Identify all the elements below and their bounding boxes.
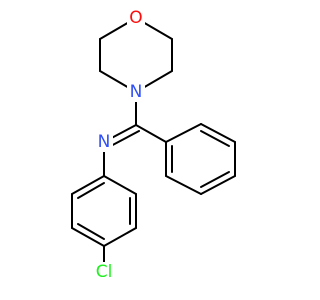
imine-nitrogen-atom: N (95, 132, 113, 152)
morpholine-nitrogen-atom: N (127, 82, 145, 102)
phenyl-inner-bond-1 (200, 130, 230, 147)
phenyl-bond-4 (200, 175, 236, 195)
oxygen-label: O (129, 8, 142, 28)
morpholine-nitrogen-label: N (130, 82, 143, 102)
structure-canvas: O N N Cl (71, 8, 236, 283)
chlorophenyl-ring (71, 175, 137, 247)
chlorine-label: Cl (96, 262, 113, 282)
phenyl-bond-1 (165, 123, 202, 143)
morpholine-ring (99, 17, 173, 93)
chlorophenyl-inner-bond-2 (77, 223, 105, 240)
phenyl-bond-2 (200, 123, 236, 143)
chlorine-atom: Cl (91, 262, 117, 283)
chlorophenyl-bond-3 (103, 227, 137, 247)
imine-nitrogen-label: N (98, 132, 111, 152)
chlorophenyl-bond-6 (71, 175, 105, 195)
chlorophenyl-bond-1 (103, 175, 137, 195)
phenyl-inner-bond-2 (200, 171, 230, 188)
chlorophenyl-bond-4 (71, 227, 105, 247)
phenyl-ring (165, 123, 236, 195)
molecule-structure: O N N Cl (71, 8, 236, 283)
bond-c-phenyl (135, 124, 167, 143)
phenyl-bond-5 (165, 175, 202, 195)
oxygen-atom: O (127, 8, 145, 28)
chlorophenyl-inner-bond-3 (77, 182, 105, 199)
